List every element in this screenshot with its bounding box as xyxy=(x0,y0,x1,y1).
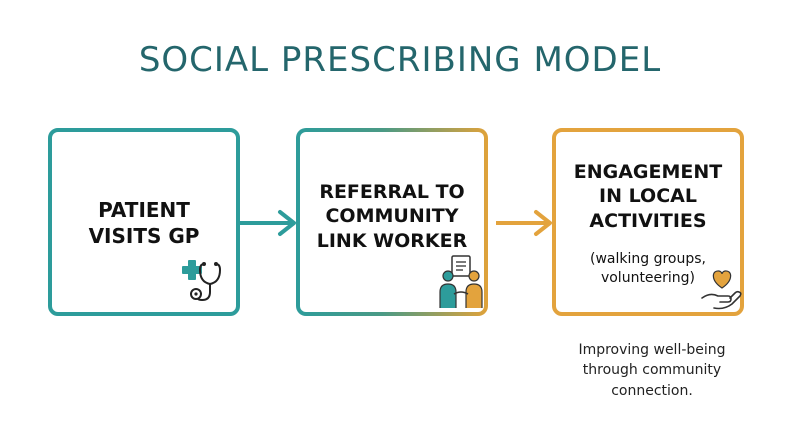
arrow-right-icon xyxy=(496,210,552,236)
step-label-line: COMMUNITY xyxy=(325,205,459,228)
stethoscope-icon xyxy=(182,260,222,302)
step-label-line: VISITS GP xyxy=(88,223,200,248)
caption-line: Improving well-being xyxy=(578,342,726,358)
arrow-right-icon xyxy=(240,210,296,236)
step-box-patient: PATIENT VISITS GP xyxy=(48,128,240,316)
step-label: REFERRAL TO COMMUNITY LINK WORKER xyxy=(300,180,484,253)
step-label-line: REFERRAL TO xyxy=(319,181,465,203)
heart-in-hand-icon xyxy=(701,270,742,310)
step-box-referral: REFERRAL TO COMMUNITY LINK WORKER xyxy=(296,128,488,316)
step-label-line: ACTIVITIES xyxy=(589,209,707,232)
step-label-line: PATIENT xyxy=(98,198,190,222)
step-sublabel-line: volunteering) xyxy=(600,269,696,286)
medical-cross-icon xyxy=(182,260,202,280)
step-label: ENGAGEMENT IN LOCAL ACTIVITIES xyxy=(556,160,740,233)
step-sublabel: (walking groups, volunteering) xyxy=(556,250,740,288)
caption-line: through community xyxy=(582,362,722,379)
step-label: PATIENT VISITS GP xyxy=(52,198,236,249)
step-sublabel-line: (walking groups, xyxy=(590,251,706,267)
two-people-handshake-icon xyxy=(439,255,483,308)
step-box-engagement: ENGAGEMENT IN LOCAL ACTIVITIES (walking … xyxy=(552,128,744,316)
caption-line: connection. xyxy=(611,382,693,399)
step-label-line: IN LOCAL xyxy=(599,185,697,208)
step-label-line: LINK WORKER xyxy=(316,229,468,252)
diagram-title: SOCIAL PRESCRIBING MODEL xyxy=(138,40,662,80)
step-label-line: ENGAGEMENT xyxy=(573,161,723,183)
document-icon xyxy=(451,255,471,277)
caption: Improving well-being through community c… xyxy=(552,340,752,401)
